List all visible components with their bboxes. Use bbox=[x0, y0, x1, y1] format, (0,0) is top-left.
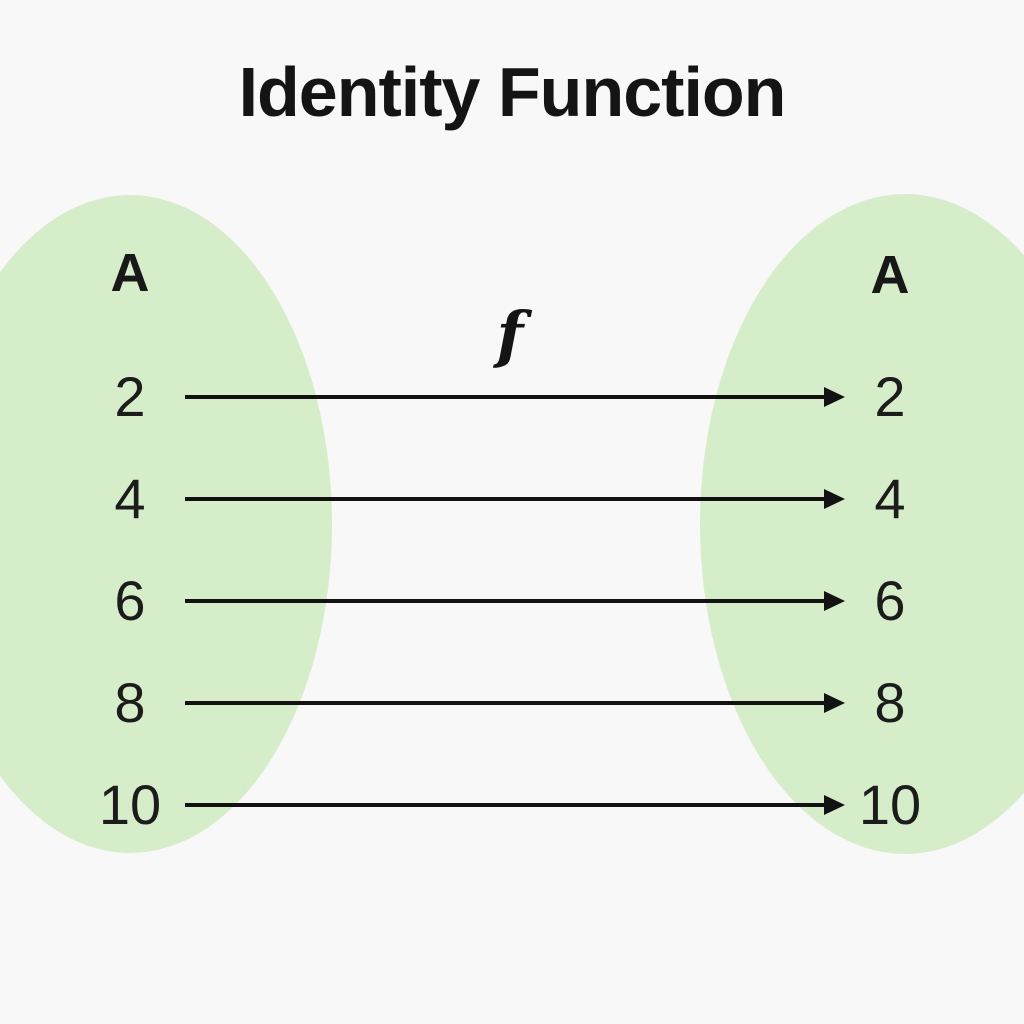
codomain-element: 4 bbox=[874, 467, 906, 530]
mapping-arrow-icon bbox=[185, 693, 845, 713]
codomain-set-ellipse bbox=[700, 194, 1024, 854]
mapping-row: 8 8 bbox=[0, 663, 1024, 743]
mapping-arrow-icon bbox=[185, 591, 845, 611]
diagram-title: Identity Function bbox=[238, 53, 787, 131]
domain-element: 4 bbox=[114, 467, 146, 530]
function-label: f bbox=[496, 298, 524, 371]
codomain-element: 6 bbox=[874, 569, 906, 632]
mapping-arrow-icon bbox=[185, 795, 845, 815]
domain-element: 2 bbox=[114, 365, 146, 428]
codomain-element: 10 bbox=[858, 773, 922, 836]
mapping-row: 4 4 bbox=[0, 459, 1024, 539]
domain-element: 6 bbox=[114, 569, 146, 632]
mapping-arrow-icon bbox=[185, 489, 845, 509]
codomain-element: 2 bbox=[874, 365, 906, 428]
domain-set-label: A bbox=[110, 243, 150, 303]
mapping-row: 6 6 bbox=[0, 561, 1024, 641]
codomain-element: 8 bbox=[874, 671, 906, 734]
mapping-row: 2 2 bbox=[0, 357, 1024, 437]
mapping-arrow-icon bbox=[185, 387, 845, 407]
mapping-row: 10 10 bbox=[0, 765, 1024, 845]
codomain-set-label: A bbox=[870, 245, 910, 305]
domain-element: 8 bbox=[114, 671, 146, 734]
domain-element: 10 bbox=[98, 773, 162, 836]
domain-set-ellipse bbox=[0, 195, 332, 853]
